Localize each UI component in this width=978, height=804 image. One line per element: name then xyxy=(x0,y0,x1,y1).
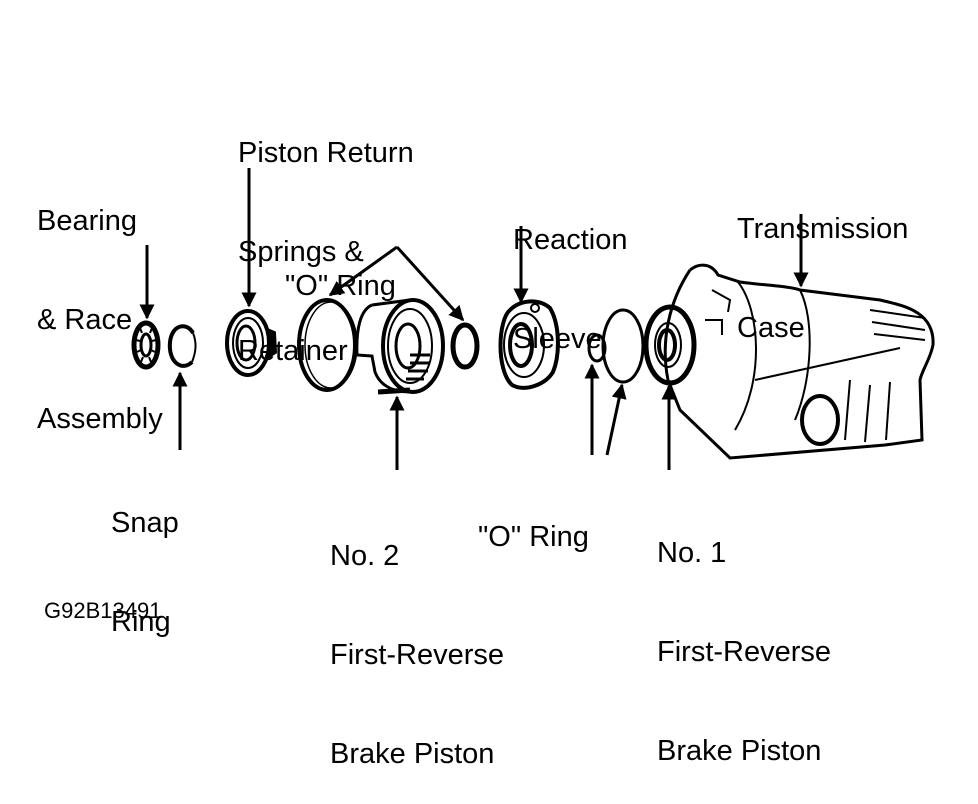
label-line: Brake Piston xyxy=(657,735,822,767)
label-line: Springs & xyxy=(238,236,364,268)
reaction-sleeve xyxy=(498,299,560,390)
label-line: "O" Ring xyxy=(285,270,396,302)
label-line: Reaction xyxy=(513,224,628,256)
label-snap-ring: Snap Ring xyxy=(111,441,179,672)
arrow-o-ring-left xyxy=(328,245,398,297)
o-ring-bottom-large xyxy=(601,308,645,384)
label-line: Assembly xyxy=(37,403,163,435)
label-line: Brake Piston xyxy=(330,738,495,770)
label-piston-return-springs: Piston Return Springs & Retainer xyxy=(238,71,414,401)
exploded-view-diagram xyxy=(131,168,935,470)
label-line: Piston Return xyxy=(238,137,414,169)
arrow-o-ring-right xyxy=(395,245,465,322)
label-line: First-Reverse xyxy=(657,636,832,668)
label-line: "O" Ring xyxy=(478,521,589,553)
label-line: No. 2 xyxy=(330,540,400,572)
label-line: Retainer xyxy=(238,335,348,367)
label-line: Bearing xyxy=(37,205,137,237)
label-line: Transmission xyxy=(737,213,909,245)
label-line: Sleeve xyxy=(513,323,602,355)
snap-ring xyxy=(167,324,197,368)
label-line: Snap xyxy=(111,507,179,539)
label-line: Ring xyxy=(111,606,171,638)
label-bearing-race-assembly: Bearing & Race Assembly xyxy=(37,139,163,469)
label-reaction-sleeve: Reaction Sleeve xyxy=(513,158,627,389)
bearing-race-assembly xyxy=(131,320,161,370)
arrow-o-ring-bottom-large xyxy=(605,383,627,456)
o-ring-large xyxy=(297,298,357,392)
label-o-ring-bottom: "O" Ring xyxy=(478,455,589,587)
label-line: Case xyxy=(737,312,805,344)
piston-return-springs-retainer xyxy=(225,309,278,377)
label-line: No. 1 xyxy=(657,537,727,569)
label-line: First-Reverse xyxy=(330,639,505,671)
no2-brake-piston xyxy=(355,298,445,395)
label-o-ring-top: "O" Ring xyxy=(285,204,396,336)
transmission-case xyxy=(663,263,935,460)
label-line: & Race xyxy=(37,304,133,336)
leader-arrows xyxy=(139,168,809,470)
o-ring-bottom-small xyxy=(587,333,607,363)
figure-id: G92B13491 xyxy=(44,598,162,623)
o-ring-small xyxy=(450,322,480,370)
label-no1-brake-piston: No. 1 First-Reverse Brake Piston xyxy=(657,471,831,801)
label-transmission-case: Transmission Case xyxy=(737,147,908,378)
